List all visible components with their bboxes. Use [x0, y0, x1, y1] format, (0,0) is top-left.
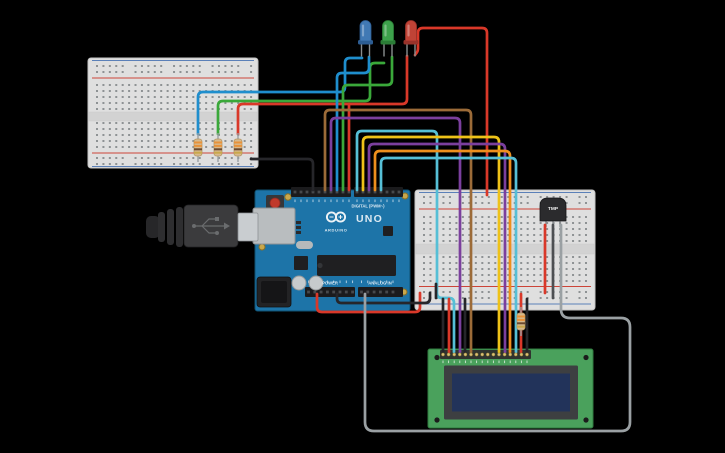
tmp36-label: TMP [548, 206, 559, 212]
wire-black-gnd-digital[interactable] [249, 157, 315, 192]
lcd-pins[interactable] [441, 352, 529, 364]
digital-label: DIGITAL (PWM~) [352, 204, 386, 209]
lcd-mount-hole [583, 417, 589, 423]
resistor-3[interactable] [233, 133, 243, 162]
mount-hole [284, 193, 292, 201]
usb-cable-ridge [158, 212, 165, 242]
l-led [296, 231, 301, 234]
usb-chip [294, 256, 308, 270]
lcd-screen [452, 373, 570, 412]
arduino-brand-label: ARDUINO [325, 228, 348, 233]
wire-purple-lcd-d5[interactable] [367, 142, 507, 354]
usb-cable-tail [146, 216, 160, 238]
lcd-mount-hole [434, 354, 440, 361]
usb-cable[interactable] [146, 204, 259, 248]
lcd-display[interactable] [427, 348, 594, 429]
wire-green-led-anode[interactable] [341, 55, 394, 192]
reset-button[interactable] [269, 197, 281, 209]
resistor-2[interactable] [213, 133, 223, 162]
rx-led [296, 226, 301, 229]
hole-grid[interactable] [96, 65, 253, 165]
lcd-mount-hole [434, 417, 440, 423]
digital-header-right[interactable] [354, 187, 403, 197]
mount-hole [258, 243, 266, 251]
arduino-logo [325, 211, 347, 223]
power-jack-inner [261, 281, 287, 303]
usb-logo-icon [192, 217, 230, 235]
chip-notch [317, 262, 323, 269]
wire-yellow-lcd-d4[interactable] [361, 135, 501, 354]
breadboard-left[interactable] [87, 57, 259, 169]
analog-label: ANALOG IN [368, 281, 392, 286]
tx-led [296, 221, 301, 224]
wire-red-5v-rail[interactable] [315, 291, 422, 314]
led-blue[interactable] [358, 20, 373, 57]
led-green[interactable] [380, 20, 396, 57]
led-red[interactable] [403, 20, 419, 57]
wire-red-led-anode-rail[interactable] [413, 26, 489, 197]
wire-blue-led-anode[interactable] [335, 55, 371, 192]
wire-purple-lcd-rs[interactable] [329, 116, 462, 354]
uno-label: UNO [356, 213, 383, 225]
header-pins [293, 190, 401, 294]
hole-grid[interactable] [423, 196, 587, 299]
wire-black-gnd-rail[interactable] [335, 291, 432, 305]
lcd-pin-strip [440, 350, 531, 359]
usb-plug-metal [237, 212, 259, 242]
wire-brown-lcd-e[interactable] [323, 108, 473, 354]
capacitor [308, 275, 324, 291]
capacitor [291, 275, 307, 291]
lcd-mount-hole [583, 354, 589, 361]
crystal [296, 241, 313, 249]
wire-gray-a0-tmp[interactable] [363, 223, 632, 433]
tmp36-body[interactable] [539, 197, 567, 222]
wire-green-led-cathode[interactable] [216, 61, 386, 136]
wire-red-led-cathode[interactable] [236, 54, 409, 136]
breadboard-left-channel [88, 111, 258, 122]
usb-port [252, 207, 296, 245]
wire-cyan-lcd-v0[interactable] [355, 129, 456, 354]
arduino-uno[interactable]: UNO ARDUINO DIGITAL (PWM~) POWER ANALOG … [252, 187, 411, 312]
icsp-header [383, 226, 393, 236]
atmega-chip[interactable] [317, 255, 396, 276]
power-label: POWER [322, 281, 338, 286]
resistor-lcd[interactable] [516, 307, 526, 336]
usb-cable-ridge [176, 207, 183, 247]
wire-cyan-lcd-d7[interactable] [379, 156, 518, 354]
wire-orange-lcd-d6[interactable] [373, 149, 512, 354]
resistor-1[interactable] [193, 133, 203, 162]
usb-cable-ridge [167, 209, 174, 245]
